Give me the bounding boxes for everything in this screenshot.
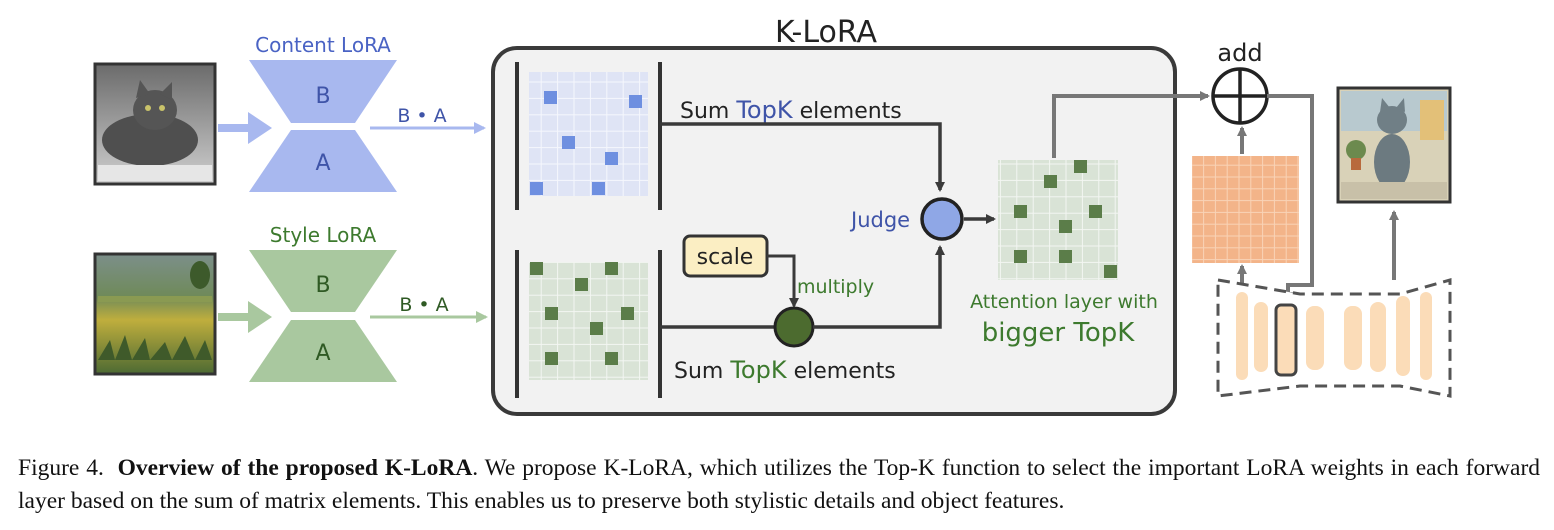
- style-lora-b-trapezoid: [249, 250, 397, 312]
- sum-topk-top-label: Sum TopK elements: [680, 96, 902, 124]
- judge-node-icon: [920, 197, 964, 241]
- stylized-cat-output: [1336, 86, 1452, 204]
- content-lora-label: Content LoRA: [255, 33, 391, 57]
- k-lora-title: K-LoRA: [775, 15, 878, 50]
- attention-topk-matrix: [998, 160, 1118, 280]
- caption-text: . We propose K-LoRA, which utilizes the …: [18, 455, 1541, 514]
- top-path-arrow: [660, 122, 945, 192]
- style-weight-matrix: [515, 250, 662, 398]
- style-ba-label: B • A: [399, 294, 448, 316]
- caption-figure-number: Figure 4.: [18, 455, 104, 481]
- scale-arrow: [767, 254, 799, 308]
- attention-label-line1: Attention layer with: [970, 291, 1158, 313]
- content-lora-a-trapezoid: [249, 130, 397, 192]
- k-lora-box: [491, 46, 1177, 416]
- k-lora-diagram: Content LoRA B A B • A Style LoRA B A B …: [93, 15, 1452, 416]
- unet-block: [1216, 278, 1452, 398]
- style-lora-a-label: A: [315, 341, 330, 366]
- add-to-unet-arrow: [1267, 94, 1314, 302]
- style-lora-b-label: B: [315, 273, 330, 298]
- content-lora-a-label: A: [315, 151, 330, 176]
- multiply-to-judge-arrow: [813, 245, 945, 329]
- figure-caption: Figure 4. Overview of the proposed K-LoR…: [18, 452, 1540, 518]
- style-image-meadow-painting: [93, 252, 217, 376]
- attention-to-add-arrow: [1052, 91, 1210, 158]
- content-image-cat-photo: [93, 62, 217, 186]
- add-label: add: [1217, 39, 1262, 67]
- content-lora-b-trapezoid: [249, 60, 397, 123]
- scale-label: scale: [697, 245, 754, 270]
- content-lora-b-label: B: [315, 84, 330, 109]
- style-lora-a-trapezoid: [249, 320, 397, 382]
- content-weight-matrix: [515, 62, 662, 210]
- add-circle-icon: [1211, 67, 1269, 125]
- content-ba-label: B • A: [397, 105, 446, 127]
- sum-topk-bottom-label: Sum TopK elements: [674, 356, 896, 384]
- content-lora: Content LoRA B A B • A: [218, 33, 486, 192]
- attention-label-line2: bigger TopK: [982, 318, 1136, 348]
- multiply-label: multiply: [797, 276, 874, 298]
- judge-label: Judge: [849, 208, 910, 232]
- multiply-node-icon: [773, 306, 815, 348]
- caption-bold-title: Overview of the proposed K-LoRA: [117, 455, 473, 481]
- style-lora-label: Style LoRA: [270, 223, 377, 247]
- style-lora: Style LoRA B A B • A: [218, 223, 488, 382]
- base-weight-matrix: [1192, 156, 1299, 263]
